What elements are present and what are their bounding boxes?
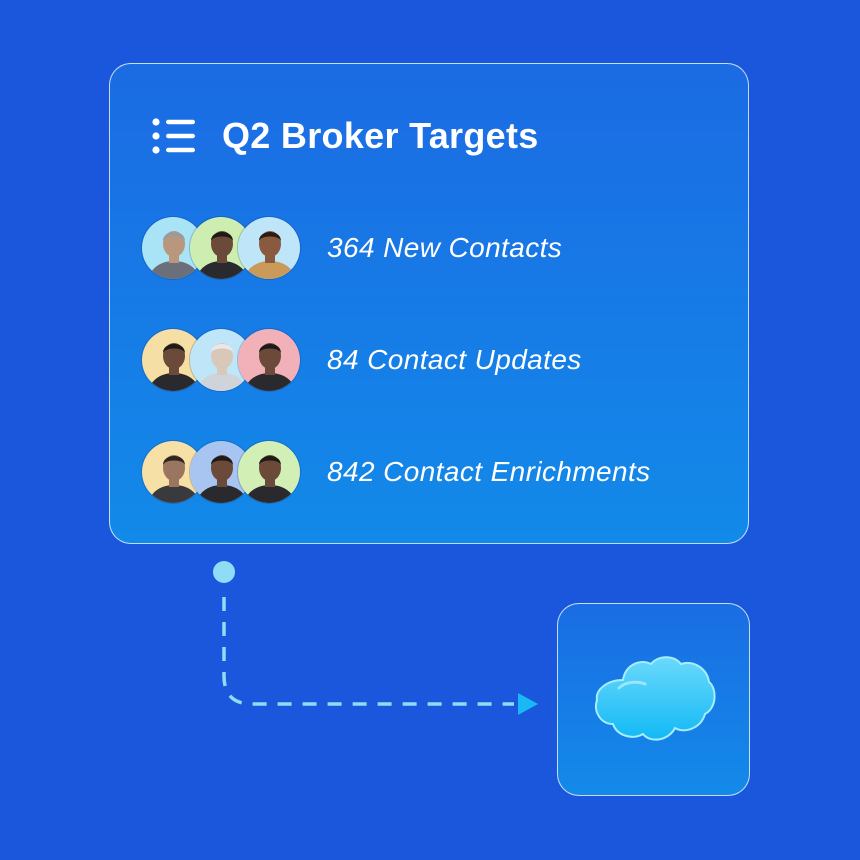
contact-row-new[interactable]: 364 New Contacts: [141, 216, 731, 282]
row-label: 84 Contact Updates: [327, 344, 582, 375]
cloud-icon: [595, 656, 716, 741]
contact-row-enrichments[interactable]: 842 Contact Enrichments: [141, 440, 731, 506]
avatar: [237, 328, 301, 392]
avatar-group: [141, 440, 303, 506]
contact-row-updates[interactable]: 84 Contact Updates: [141, 328, 731, 394]
avatar-group: [141, 328, 303, 394]
salesforce-target-card[interactable]: [557, 603, 750, 796]
card-title: Q2 Broker Targets: [222, 115, 539, 156]
row-label: 842 Contact Enrichments: [327, 456, 651, 487]
list-icon[interactable]: [152, 118, 196, 154]
avatar: [141, 216, 205, 280]
connector-dashed-line: [222, 597, 514, 706]
avatar: [237, 216, 301, 280]
arrow-head-icon: [518, 693, 538, 715]
avatar: [237, 440, 301, 504]
connector-start-dot: [213, 561, 235, 583]
avatar-group: [141, 216, 303, 282]
row-label: 364 New Contacts: [327, 232, 563, 263]
